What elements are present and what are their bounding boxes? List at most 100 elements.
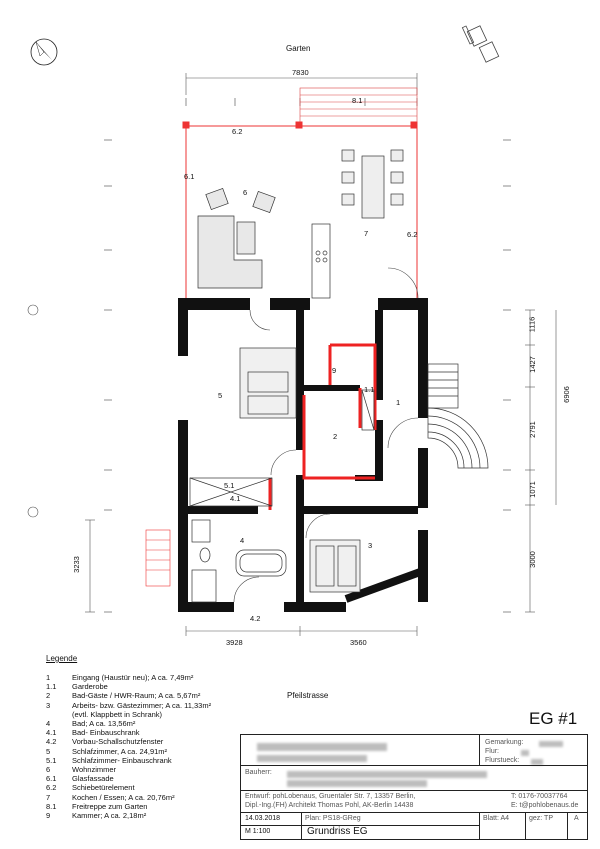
kitchen-counter — [311, 223, 331, 299]
room-5: 5 — [218, 391, 223, 400]
legend-item-text: Kochen / Essen; A ca. 20,76m² — [72, 792, 175, 802]
date: 14.03.2018 — [245, 815, 281, 822]
legend-item: 4.2 Vorbau-Schallschutzfenster — [46, 737, 246, 746]
legend-item: 2 Bad-Gäste / HWR-Raum; A ca. 5,67m² — [46, 691, 246, 700]
glass-facade — [182, 121, 418, 300]
sofa-icon — [197, 187, 276, 289]
legend-item-text: Garderobe — [72, 682, 108, 692]
wardrobe — [189, 389, 375, 507]
dim-right-bottom: 3000 — [527, 551, 537, 568]
legend-item-number: 9 — [46, 811, 51, 821]
legend-item-number: 4.1 — [46, 728, 57, 738]
legend-item-number: 4 — [46, 719, 51, 729]
room-9: 9 — [332, 366, 337, 375]
dim-right-mid3: 1071 — [527, 481, 537, 498]
room-2: 2 — [333, 432, 338, 441]
entwurf-line2: Dipl.-Ing.(FH) Architekt Thomas Pohl, AK… — [245, 802, 414, 809]
walls — [178, 298, 428, 612]
north-arrow-icon — [30, 38, 58, 66]
legend-item-number — [46, 710, 72, 719]
legend-item-number: 1.1 — [46, 682, 57, 692]
door-swings — [233, 267, 419, 603]
flurstueck-label: Flurstueck: — [485, 757, 520, 764]
room-1-1: 1.1 — [364, 385, 375, 394]
legend-item-text: Schiebetürelement — [72, 783, 135, 793]
legend-title: Legende — [46, 654, 78, 663]
legend-item-text: Kammer; A ca. 2,18m² — [72, 811, 147, 821]
bathtub-icon — [191, 519, 287, 603]
legend-item-text: Wohnzimmer — [72, 765, 117, 775]
legend-item-text: Eingang (Haustür neu); A ca. 7,49m² — [72, 673, 194, 682]
street-label: Pfeilstrasse — [287, 691, 329, 700]
dim-right-total: 6906 — [561, 386, 571, 403]
legend-item-text: Schlafzimmer, A ca. 24,91m² — [72, 746, 168, 756]
legend-item: 9 Kammer; A ca. 2,18m² — [46, 811, 246, 820]
bed-icon — [309, 539, 361, 593]
garden-stairs — [299, 87, 418, 127]
dim-right-top: 1116 — [527, 316, 537, 333]
legend-item: 4.1 Bad- Einbauschrank — [46, 728, 246, 737]
legend-item-text: Glasfassade — [72, 774, 114, 784]
legend-item-text: Schlafzimmer- Einbauschrank — [72, 755, 172, 765]
dining-table-icon — [341, 149, 404, 219]
room-4-2: 4.2 — [250, 614, 261, 623]
room-4: 4 — [240, 536, 245, 545]
legend-item-text: Bad; A ca. 13,56m² — [72, 719, 136, 729]
legend-item-number: 8.1 — [46, 801, 57, 811]
room-6-1: 6.1 — [184, 172, 195, 181]
blatt: Blatt: A4 — [483, 815, 510, 822]
legend-item-number: 6.2 — [46, 783, 57, 793]
legend-item-number: 6.1 — [46, 774, 57, 784]
phone: T: 0176-70037764 — [511, 793, 568, 800]
legend-item-text: Bad- Einbauschrank — [72, 728, 140, 738]
flur-label: Flur: — [485, 748, 499, 755]
dim-right-mid1: 1427 — [527, 356, 537, 373]
legend-item: 1.1 Garderobe — [46, 682, 246, 691]
room-4-1: 4.1 — [230, 494, 241, 503]
scale: M 1:100 — [245, 828, 271, 835]
axis-ticks — [104, 98, 511, 613]
entwurf-line1: Entwurf: pohLobenaus, Gruentaler Str. 7,… — [245, 793, 416, 800]
legend-item: (evtl. Klappbett in Schrank) — [46, 710, 246, 719]
legend-item: 4 Bad; A ca. 13,56m² — [46, 719, 246, 728]
room-8-1: 8.1 — [352, 96, 363, 105]
sheet-id: EG #1 — [529, 709, 578, 728]
side-stairs — [145, 529, 171, 587]
room-3: 3 — [368, 541, 373, 550]
room-6-2-top: 6.2 — [232, 127, 243, 136]
legend-item-number: 2 — [46, 691, 51, 701]
plan-id: Plan: PS18-GReg — [305, 815, 361, 822]
gez: gez: TP — [529, 815, 553, 822]
room-6-2-right: 6.2 — [407, 230, 418, 239]
legend-item-number: 1 — [46, 673, 51, 682]
room-7: 7 — [364, 229, 369, 238]
legend-item: 1 Eingang (Haustür neu); A ca. 7,49m² — [46, 673, 246, 682]
legend-item-text: Bad-Gäste / HWR-Raum; A ca. 5,67m² — [72, 691, 201, 701]
legend-item: 5.1 Schlafzimmer- Einbauschrank — [46, 756, 246, 765]
room-6: 6 — [243, 188, 248, 197]
dim-left: 3233 — [71, 556, 81, 573]
bed-icon — [239, 347, 297, 419]
bauherr-label: Bauherr: — [245, 769, 272, 776]
drawing-title: Grundriss EG — [307, 826, 368, 837]
legend: Legende 1 Eingang (Haustür neu); A ca. 7,… — [46, 654, 246, 820]
legend-item-number: 4.2 — [46, 737, 57, 747]
title-block: Gemarkung: Flur: Flurstueck: Bauherr: En… — [240, 734, 588, 840]
garden-label: Garten — [286, 44, 311, 53]
legend-item-text: Vorbau-Schallschutzfenster — [72, 737, 164, 747]
legend-item: 6.1 Glasfassade — [46, 774, 246, 783]
legend-item-number: 5.1 — [46, 755, 57, 765]
gemarkung-label: Gemarkung: — [485, 739, 524, 746]
new-walls — [268, 343, 377, 510]
email: E: t@pohlobenaus.de — [511, 802, 579, 809]
index: A — [574, 815, 579, 822]
dim-bottom-right: 3560 — [350, 638, 367, 647]
room-5-1: 5.1 — [224, 481, 235, 490]
garden-chairs-icon — [461, 25, 500, 63]
